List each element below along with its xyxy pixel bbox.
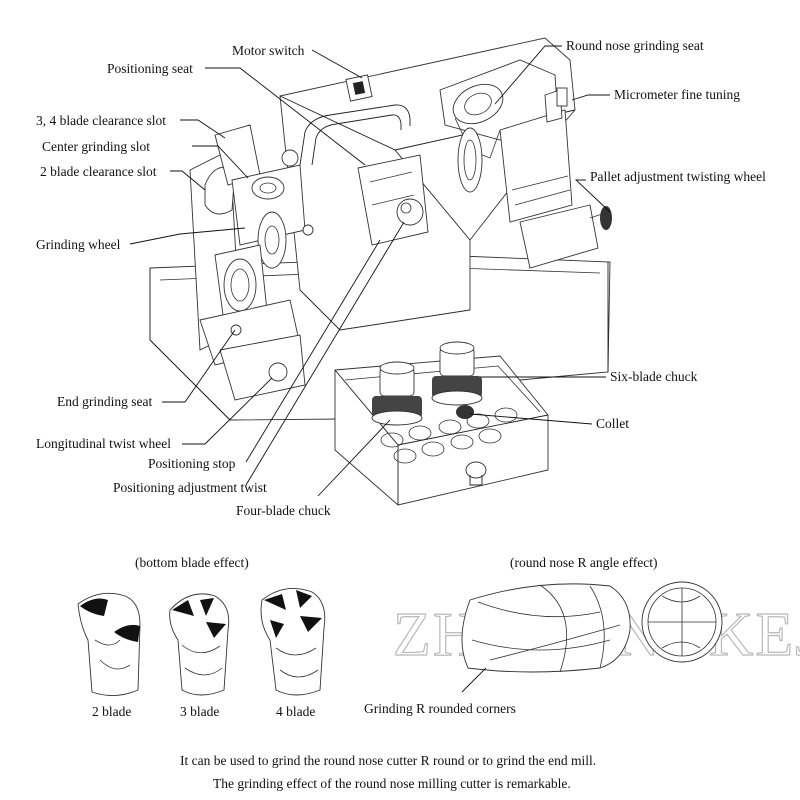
cutter-3-blade bbox=[169, 593, 230, 696]
label-end-seat: End grinding seat bbox=[57, 394, 152, 409]
bottom-effect-title: (bottom blade effect) bbox=[135, 555, 249, 570]
cutter-4-blade bbox=[260, 587, 326, 696]
label-2-blade: 2 blade bbox=[92, 704, 131, 719]
caption-line-1: It can be used to grind the round nose c… bbox=[180, 753, 596, 768]
label-round-seat: Round nose grinding seat bbox=[566, 38, 704, 53]
bottom-captions: It can be used to grind the round nose c… bbox=[180, 753, 596, 791]
label-positioning-seat: Positioning seat bbox=[107, 61, 193, 76]
effect-section: (bottom blade effect) (round nose R angl… bbox=[77, 555, 723, 719]
label-pos-adjust: Positioning adjustment twist bbox=[113, 480, 267, 495]
round-effect-title: (round nose R angle effect) bbox=[510, 555, 657, 570]
cutter-2-blade bbox=[77, 592, 141, 696]
label-collet: Collet bbox=[596, 416, 629, 431]
round-nose-cutter bbox=[461, 583, 631, 673]
label-pos-stop: Positioning stop bbox=[148, 456, 236, 471]
label-3-blade: 3 blade bbox=[180, 704, 219, 719]
label-long-wheel: Longitudinal twist wheel bbox=[36, 436, 171, 451]
part-labels: Motor switch Positioning seat 3, 4 blade… bbox=[36, 38, 766, 518]
label-micrometer: Micrometer fine tuning bbox=[614, 87, 740, 102]
label-34-blade-slot: 3, 4 blade clearance slot bbox=[36, 113, 166, 128]
label-2-blade-slot: 2 blade clearance slot bbox=[40, 164, 157, 179]
machine-illustration bbox=[149, 37, 612, 506]
round-nose-end-view bbox=[641, 581, 723, 663]
label-motor-switch: Motor switch bbox=[232, 43, 305, 58]
rounded-leader bbox=[461, 667, 487, 693]
caption-line-2: The grinding effect of the round nose mi… bbox=[213, 776, 571, 791]
label-pallet-wheel: Pallet adjustment twisting wheel bbox=[590, 169, 766, 184]
label-grinding-wheel: Grinding wheel bbox=[36, 237, 121, 252]
label-four-chuck: Four-blade chuck bbox=[236, 503, 331, 518]
label-six-chuck: Six-blade chuck bbox=[610, 369, 698, 384]
label-rounded-corners: Grinding R rounded corners bbox=[364, 701, 516, 716]
label-center-slot: Center grinding slot bbox=[42, 139, 150, 154]
label-4-blade: 4 blade bbox=[276, 704, 315, 719]
leader-lines bbox=[129, 45, 611, 497]
